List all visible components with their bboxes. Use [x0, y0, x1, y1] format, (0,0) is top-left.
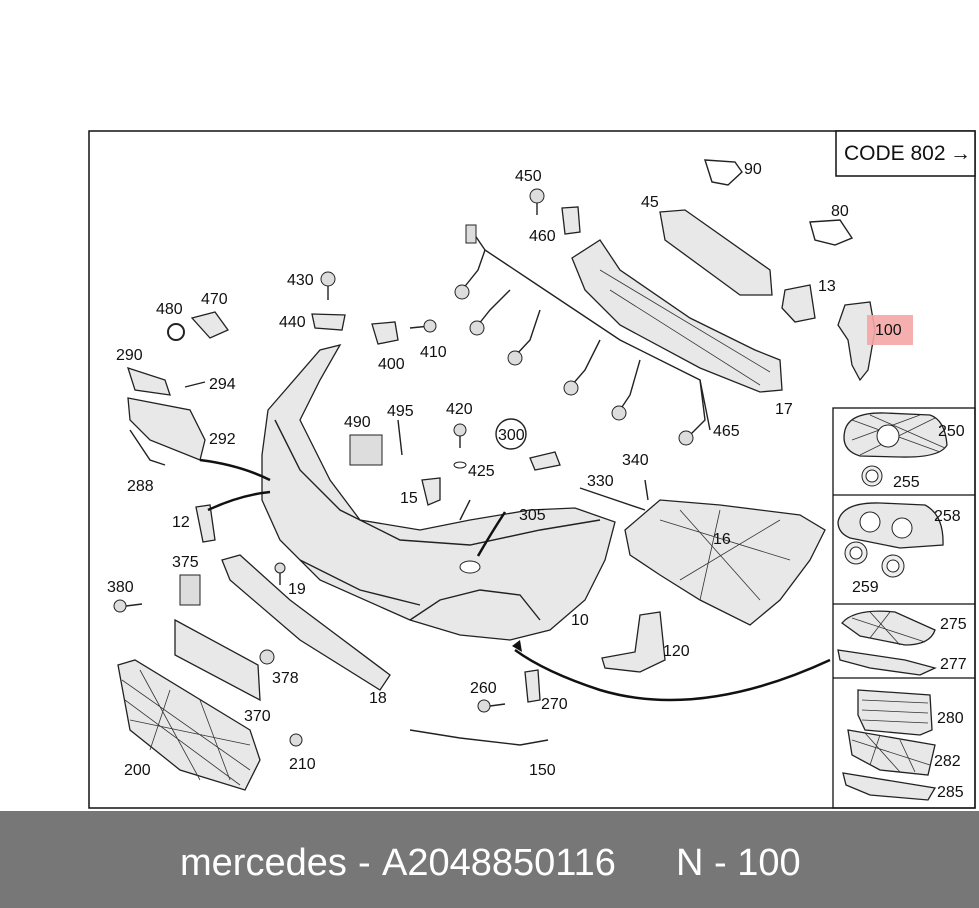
callout-305: 305: [519, 507, 546, 524]
footer-brand: mercedes: [180, 842, 347, 884]
callout-90: 90: [744, 161, 762, 178]
side-callout-285: 285: [937, 784, 964, 801]
pointer-arrows: [199, 458, 831, 702]
callout-80: 80: [831, 203, 849, 220]
side-callout-282: 282: [934, 753, 961, 770]
callout-290: 290: [116, 347, 143, 364]
callout-450: 450: [515, 168, 542, 185]
callout-425: 425: [468, 463, 495, 480]
callout-378: 378: [272, 670, 299, 687]
bumper-cover: [261, 343, 616, 641]
callout-300: 300: [498, 427, 525, 444]
callout-150: 150: [529, 762, 556, 779]
side-callout-259: 259: [852, 579, 879, 596]
callout-120: 120: [663, 643, 690, 660]
callout-16: 16: [713, 531, 731, 548]
parts-diagram: CODE 802 →: [88, 130, 976, 809]
side-callout-250: 250: [938, 423, 965, 440]
callout-294: 294: [209, 376, 236, 393]
callout-19: 19: [288, 581, 306, 598]
callout-340: 340: [622, 452, 649, 469]
callout-460: 460: [529, 228, 556, 245]
side-callout-277: 277: [940, 656, 967, 673]
code-arrow-icon: →: [950, 142, 971, 165]
callout-270: 270: [541, 696, 568, 713]
callout-45: 45: [641, 194, 659, 211]
footer-position: N - 100: [676, 842, 801, 884]
code-box: CODE 802 →: [835, 130, 976, 177]
callout-18: 18: [369, 690, 387, 707]
highlight-box: [867, 315, 913, 345]
callout-17: 17: [775, 401, 793, 418]
callout-380: 380: [107, 579, 134, 596]
callout-292: 292: [209, 431, 236, 448]
side-callout-275: 275: [940, 616, 967, 633]
callout-430: 430: [287, 272, 314, 289]
side-callout-280: 280: [937, 710, 964, 727]
footer-part-number: A2048850116: [382, 842, 616, 884]
footer-bar: mercedes - A2048850116 N - 100: [0, 811, 979, 908]
callout-288: 288: [127, 478, 154, 495]
callout-480: 480: [156, 301, 183, 318]
side-callout-255: 255: [893, 474, 920, 491]
side-callout-258: 258: [934, 508, 961, 525]
callout-210: 210: [289, 756, 316, 773]
callout-490: 490: [344, 414, 371, 431]
callout-465: 465: [713, 423, 740, 440]
side-panel: [832, 407, 976, 809]
callout-375: 375: [172, 554, 199, 571]
callout-100-highlighted: 100: [875, 322, 902, 339]
callout-420: 420: [446, 401, 473, 418]
callout-12: 12: [172, 514, 190, 531]
footer-separator: -: [358, 842, 371, 884]
callout-400: 400: [378, 356, 405, 373]
callout-495: 495: [387, 403, 414, 420]
top-parts: [454, 159, 876, 446]
callout-470: 470: [201, 291, 228, 308]
code-label: CODE 802: [844, 142, 946, 165]
callout-330: 330: [587, 473, 614, 490]
callout-370: 370: [244, 708, 271, 725]
callout-15: 15: [400, 490, 418, 507]
callout-200: 200: [124, 762, 151, 779]
right-carrier: [601, 499, 826, 673]
callout-260: 260: [470, 680, 497, 697]
callout-13: 13: [818, 278, 836, 295]
callouts: 450 90 45 460 80 13 17 465 430 440 480 4…: [107, 161, 967, 801]
lower-parts: [113, 554, 549, 791]
callout-10: 10: [571, 612, 589, 629]
callout-440: 440: [279, 314, 306, 331]
left-parts: [126, 271, 649, 543]
callout-410: 410: [420, 344, 447, 361]
